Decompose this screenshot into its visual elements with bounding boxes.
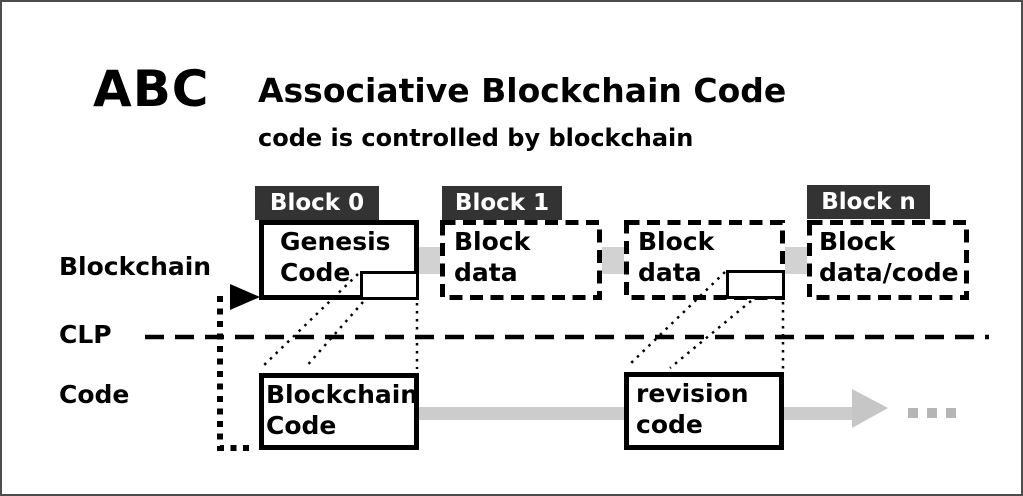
blockn-body: Block data/code (819, 227, 959, 287)
page-subtitle: code is controlled by blockchain (258, 124, 694, 152)
blockn-tag: Block n (807, 185, 930, 219)
row-label-code: Code (59, 380, 130, 409)
code-flow-band (784, 407, 852, 420)
feedback-arrow-icon (230, 284, 260, 310)
block-connector (785, 247, 807, 274)
block0-code-chip (360, 271, 419, 300)
logo-abc: ABC (93, 60, 210, 118)
block1-body: Block data (454, 227, 531, 287)
page-title: Associative Blockchain Code (258, 71, 787, 110)
ellipsis-dot (908, 408, 918, 418)
ellipsis-dot (927, 408, 937, 418)
block2-body: Block data (638, 227, 715, 287)
ellipsis-dot (946, 408, 956, 418)
block-connector (419, 247, 440, 274)
blockchain-code-box: Blockchain Code (259, 373, 419, 450)
zoom-link-line (669, 300, 752, 369)
row-label-clp: CLP (59, 320, 112, 349)
block0-tag: Block 0 (255, 186, 379, 220)
code-flow-band (419, 407, 624, 420)
revision-code-box: revision code (624, 372, 784, 450)
block1-tag: Block 1 (442, 186, 562, 220)
block-connector (602, 247, 624, 274)
ellipsis-dots-icon (908, 408, 956, 418)
zoom-link-line (304, 301, 364, 369)
feedback-dotted-line (217, 296, 254, 451)
row-label-blockchain: Blockchain (59, 252, 212, 281)
flow-arrow-icon (852, 389, 888, 428)
block2-code-chip (726, 270, 785, 299)
